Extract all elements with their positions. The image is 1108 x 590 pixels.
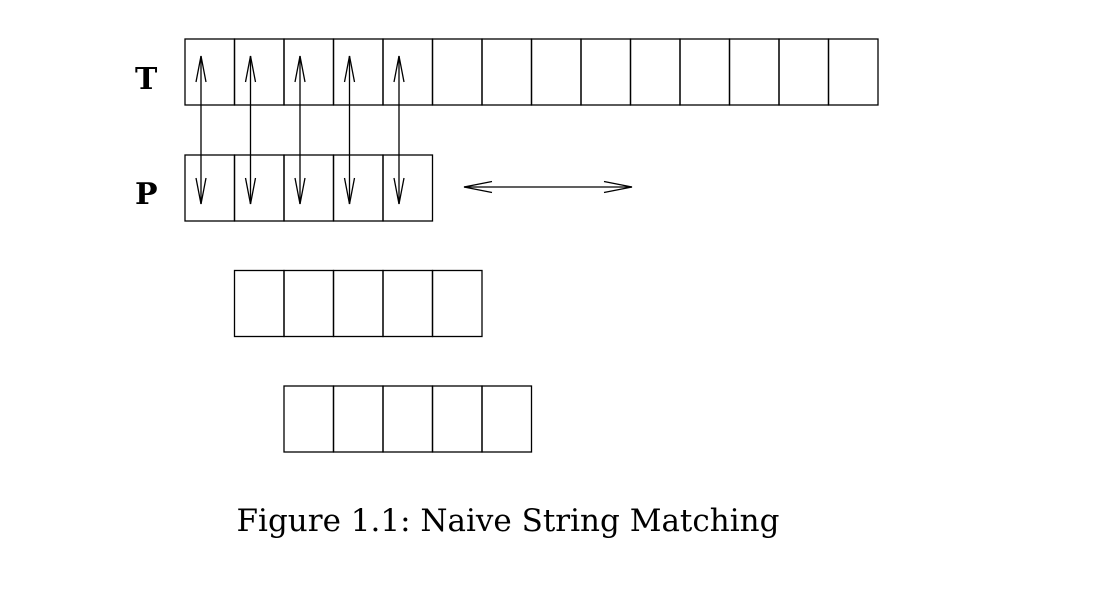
shift-arrow [463, 180, 633, 194]
shifted-pattern-2-cell [431, 385, 483, 453]
pattern-cell [332, 154, 384, 222]
comparison-arrow [343, 55, 356, 205]
shifted-pattern-2-cell [481, 385, 533, 453]
pattern-shift-2 [283, 385, 533, 453]
pattern-cell [283, 154, 335, 222]
text-cell [629, 38, 681, 106]
text-cell [283, 38, 335, 106]
text-cell [580, 38, 632, 106]
text-cell [679, 38, 731, 106]
shifted-pattern-2-cell [382, 385, 434, 453]
shifted-pattern-1-cell [382, 269, 434, 338]
text-cell [184, 38, 236, 106]
shifted-pattern-1-cell [233, 269, 285, 338]
text-cell [778, 38, 830, 106]
pattern-array [184, 154, 434, 222]
shifted-pattern-1-cell [283, 269, 335, 338]
text-cell [233, 38, 285, 106]
text-cell [431, 38, 483, 106]
text-row-label: T [135, 62, 158, 97]
pattern-cell [233, 154, 285, 222]
pattern-cell [382, 154, 434, 222]
text-cell [382, 38, 434, 106]
shifted-pattern-2-cell [332, 385, 384, 453]
text-cell [530, 38, 582, 106]
text-cell [481, 38, 533, 106]
comparison-arrow [195, 55, 207, 205]
shifted-pattern-1-cell [332, 269, 384, 338]
comparison-arrow [393, 55, 405, 205]
comparison-arrow [244, 55, 257, 205]
text-array [184, 38, 879, 106]
comparison-arrow [294, 55, 306, 205]
pattern-cell [184, 154, 236, 222]
text-cell [332, 38, 384, 106]
pattern-shift-1 [233, 269, 483, 338]
text-cell [728, 38, 780, 106]
text-cell [827, 38, 879, 106]
pattern-row-label: P [135, 177, 158, 212]
shifted-pattern-1-cell [431, 269, 483, 338]
figure-caption: Figure 1.1: Naive String Matching [236, 503, 780, 539]
shifted-pattern-2-cell [283, 385, 335, 453]
comparison-arrows [195, 55, 405, 205]
